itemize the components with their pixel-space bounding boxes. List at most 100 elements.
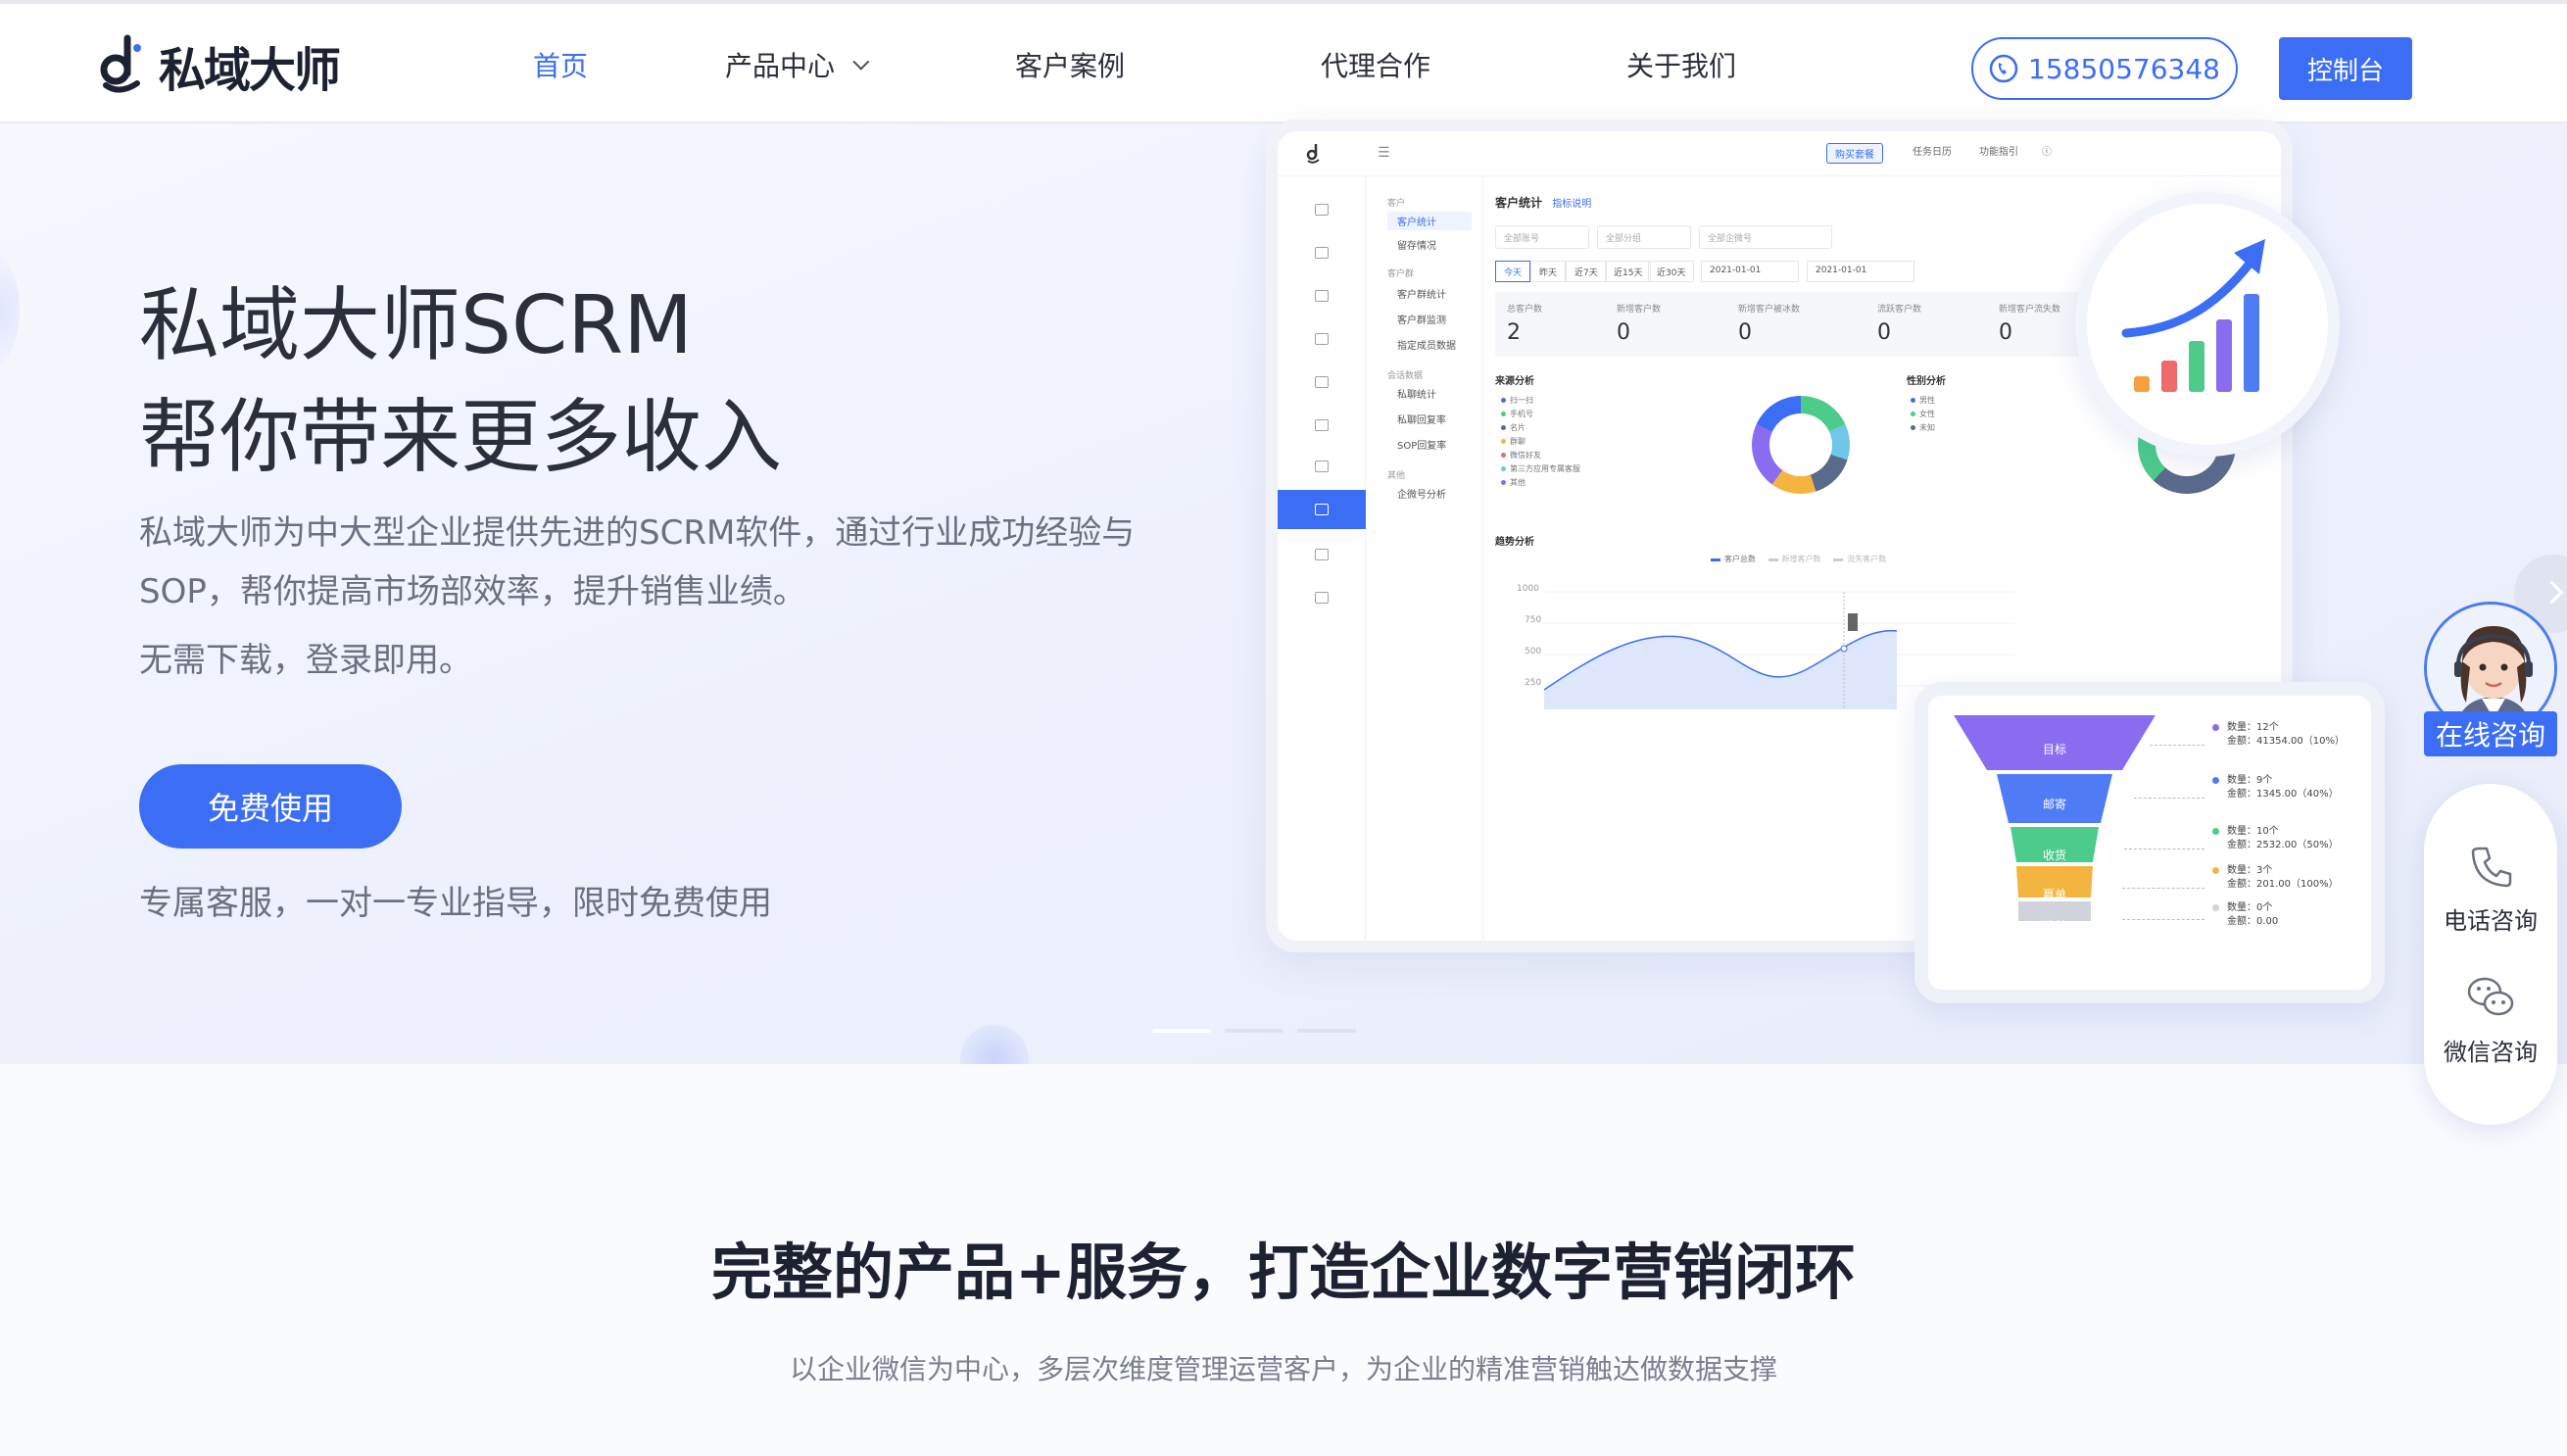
wechat-icon (2467, 977, 2514, 1016)
dashboard-heading-text: 客户统计 (1495, 196, 1543, 210)
funnel-connector (2150, 745, 2204, 746)
dashboard-heading-link: 指标说明 (1552, 199, 1592, 210)
funnel-stage-label: 输单 (2042, 919, 2066, 933)
section-title: 完整的产品+服务，打造企业数字营销闭环 (711, 1237, 1856, 1308)
agent-avatar-icon (2427, 605, 2554, 732)
nav-about-label: 关于我们 (1626, 50, 1737, 82)
menu-toggle-icon: ☰ (1378, 145, 1390, 161)
hero-title: 私域大师SCRM 帮你带来更多收入 (139, 270, 782, 494)
phone-icon (2471, 847, 2512, 888)
funnel-info: 数量：9个金额：1345.00（40%） (2212, 774, 2339, 801)
section-subtitle: 以企业微信为中心，多层次维度管理运营客户，为企业的精准营销触达做数据支撑 (789, 1353, 1777, 1385)
submenu-item: 指定成员数据 (1397, 341, 1456, 352)
console-button[interactable]: 控制台 (2279, 37, 2412, 100)
hero-description: 私域大师为中大型企业提供先进的SCRM软件，通过行业成功经验与SOP，帮你提高市… (139, 513, 1136, 611)
trend-title: 趋势分析 (1495, 537, 1534, 548)
filter-select: 全部账号 (1495, 225, 1589, 249)
submenu-item: 客户统计 (1387, 212, 1472, 230)
submenu-group-title: 会话数据 (1387, 371, 1424, 381)
nav-home-label: 首页 (533, 50, 589, 82)
nav-home[interactable]: 首页 (533, 45, 588, 84)
sidebar-active-item (1278, 490, 1366, 529)
carousel-dot-1[interactable] (1152, 1029, 1211, 1033)
wechat-consult-button[interactable]: 微信咨询 (2424, 972, 2557, 1067)
hero-subtext: 专属客服，一对一专业指导，限时免费使用 (139, 884, 772, 923)
funnel-chart (1954, 715, 2155, 921)
chart-icon (1315, 290, 1329, 302)
submenu-item: 客户群监测 (1397, 315, 1446, 326)
dashboard-submenu: 客户 客户统计 留存情况 客户群 客户群统计 客户群监测 指定成员数据 会话数据… (1376, 176, 1483, 941)
hero-title-line2: 帮你带来更多收入 (139, 391, 783, 484)
range-tab: 近7天 (1566, 261, 1607, 282)
carousel-dots (1152, 1029, 1356, 1033)
nav-cases[interactable]: 客户案例 (1015, 45, 1125, 84)
online-consult-widget[interactable]: 在线咨询 (2424, 602, 2557, 762)
gender-title: 性别分析 (1907, 376, 1946, 387)
funnel-stage-label: 邮寄 (2042, 798, 2066, 811)
trend-ytick: 1000 (1517, 584, 1539, 594)
dashboard-sidebar (1278, 176, 1366, 941)
dashboard-buy-button: 购买套餐 (1826, 143, 1883, 164)
dashboard-logo-icon (1306, 144, 1320, 164)
wechat-consult-label: 微信咨询 (2444, 1039, 2538, 1066)
range-tab: 近30天 (1648, 261, 1695, 282)
submenu-item: SOP回复率 (1397, 441, 1447, 452)
carousel-dot-3[interactable] (1297, 1029, 1356, 1033)
submenu-group-title: 客户 (1387, 199, 1406, 209)
top-nav: 私域大师 首页 产品中心 客户案例 代理合作 关于我们 15850576348 … (0, 0, 2567, 123)
pie-icon (1315, 504, 1329, 515)
submenu-item: 留存情况 (1397, 241, 1436, 252)
send-icon (1315, 461, 1329, 472)
trend-ytick: 750 (1525, 615, 1542, 625)
submenu-group-title: 其他 (1387, 471, 1406, 481)
nav-partner-label: 代理合作 (1321, 50, 1431, 82)
growth-bars-icon (2121, 239, 2265, 392)
brand-logo[interactable]: 私域大师 (98, 33, 341, 98)
nav-about[interactable]: 关于我们 (1626, 45, 1736, 84)
nav-products[interactable]: 产品中心 (725, 45, 870, 84)
funnel-connector (2122, 888, 2204, 889)
nav-cases-label: 客户案例 (1015, 50, 1126, 82)
phone-button[interactable]: 15850576348 (1971, 37, 2238, 100)
filter-select: 全部分组 (1597, 225, 1691, 249)
store-icon (1315, 247, 1329, 259)
source-title: 来源分析 (1495, 376, 1534, 387)
free-trial-button[interactable]: 免费使用 (139, 764, 402, 849)
funnel-info: 数量：12个金额：41354.00（10%） (2212, 721, 2345, 749)
funnel-stage-label: 目标 (2042, 743, 2066, 756)
dashboard-topbar: ☰ 购买套餐 任务日历 功能指引 ⓘ (1278, 131, 2281, 176)
submenu-group-title: 客户群 (1387, 269, 1415, 279)
funnel-connector (2134, 798, 2204, 799)
doc-icon (1315, 333, 1329, 345)
range-tab: 昨天 (1530, 261, 1567, 282)
filter-select: 全部企微号 (1699, 225, 1832, 249)
phone-consult-label: 电话咨询 (2444, 907, 2538, 935)
nav-partner[interactable]: 代理合作 (1321, 45, 1430, 84)
hero-title-line1: 私域大师SCRM (139, 279, 694, 372)
phone-consult-button[interactable]: 电话咨询 (2424, 841, 2557, 936)
help-icon: ⓘ (2042, 147, 2052, 158)
trend-ytick: 250 (1525, 678, 1542, 688)
logo-icon (100, 34, 141, 93)
dashboard-heading: 客户统计 指标说明 (1495, 194, 1591, 211)
submenu-item: 客户群统计 (1397, 290, 1446, 301)
funnel-stage-label: 收货 (2042, 849, 2066, 862)
carousel-dot-2[interactable] (1225, 1029, 1284, 1033)
home-icon (1315, 204, 1329, 216)
nav-products-label: 产品中心 (725, 50, 836, 82)
funnel-card: 目标 邮寄 收货 赢单 输单 数量：12个金额：41354.00（10%） 数量… (1914, 682, 2385, 1003)
list-icon (1315, 376, 1329, 388)
date-from: 2021-01-01 (1701, 261, 1799, 282)
date-to: 2021-01-01 (1807, 261, 1914, 282)
phone-number: 15850576348 (2028, 52, 2220, 85)
dashboard-guide-link: 功能指引 (1979, 147, 2018, 158)
decor-glow-left (0, 251, 20, 368)
funnel-info: 数量：10个金额：2532.00（50%） (2212, 825, 2339, 852)
contact-panel: 电话咨询 微信咨询 (2424, 784, 2557, 1125)
brand-name: 私域大师 (159, 43, 341, 98)
range-tab: 今天 (1495, 261, 1531, 282)
